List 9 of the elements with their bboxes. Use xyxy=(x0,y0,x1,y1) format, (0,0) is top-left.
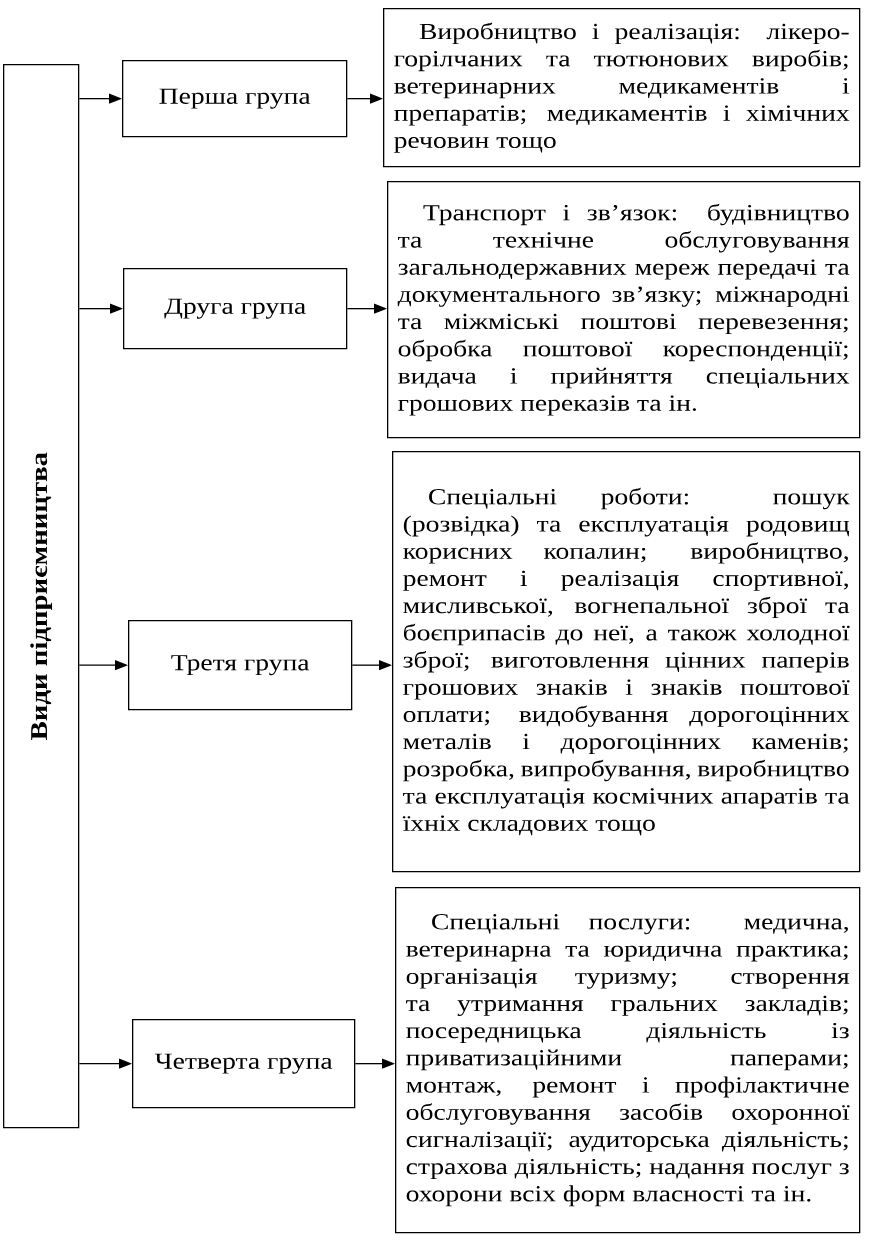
category-box: Види підприємництва xyxy=(3,64,80,1129)
description-box: Виробництво і реалізація: лікеро-горілчаних та тютюнових виробів; ветеринарних медикаментів і препаратів; медикаментів і хімічних речовин тощо xyxy=(383,8,861,168)
description-box: Спеціальні послуги: медична, ветеринарна та юридична практика; організація туризму; створення та утримання гральних закладів; посередницька діяльність із приватизаційними паперами; монтаж, ремонт і профілактичне обслуговування засобів охоронної сигналізації; аудиторська діяльність; страхова діяльність; надання послуг з охорони всіх форм власності та ін. xyxy=(395,887,861,1234)
group-box: Перша група xyxy=(122,60,348,138)
group-box: Третя група xyxy=(128,620,353,711)
description-box: Транспорт і зв’язок: будівництво та технічне обслуговування загальнодержавних мереж передачі та документального зв’язку; міжнародні та міжміські поштові перевезення; обробка поштової кореспонденції; видача і прийняття спеціальних грошових переказів та ін. xyxy=(387,181,861,439)
group-box: Друга група xyxy=(123,268,348,350)
group-box: Четверта група xyxy=(132,1019,356,1109)
description-box: Спеціальні роботи: пошук (розвідка) та експлуатація родовищ корисних копалин; виробництво, ремонт і реалізація спортивної, мисливської, вогнепальної зброї та боєприпасів до неї, а також холодної зброї; виготовлення цінних паперів грошових знаків і знаків поштової оплати; видобування дорогоцінних металів і дорогоцінних каменів; розробка, випробування, виробництво та експлуатація космічних апаратів та їхніх складових тощо xyxy=(392,451,861,873)
